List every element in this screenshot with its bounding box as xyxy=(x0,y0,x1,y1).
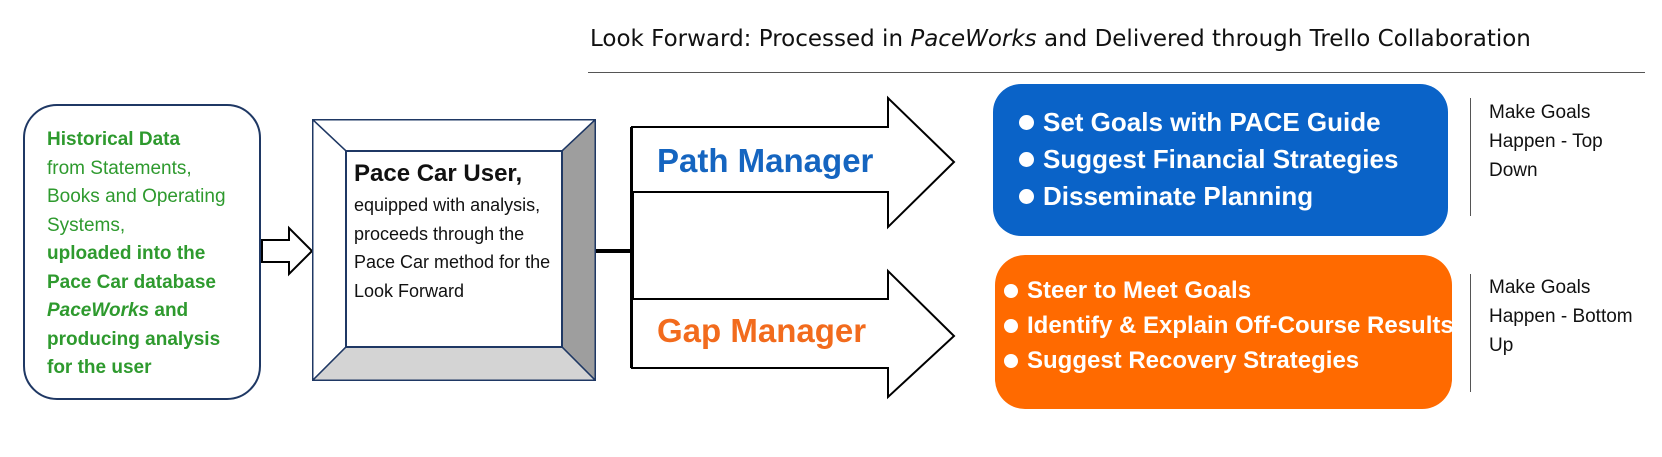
gap-note-divider xyxy=(1470,274,1471,392)
bevel-right xyxy=(561,119,596,381)
hollow-arrow-to-pace-car xyxy=(261,225,314,277)
pace-car-user-heading: Pace Car User, xyxy=(354,160,523,187)
historical-data-product: PaceWorks xyxy=(47,300,150,321)
list-item-text: Steer to Meet Goals xyxy=(1027,277,1252,304)
list-item: Suggest Recovery Strategies xyxy=(1004,343,1452,378)
path-manager-list: Set Goals with PACE Guide Suggest Financ… xyxy=(1019,104,1448,215)
historical-data-upload: uploaded into the Pace Car database xyxy=(47,243,216,293)
gap-manager-list: Steer to Meet Goals Identify & Explain O… xyxy=(1004,273,1454,378)
list-item: Steer to Meet Goals xyxy=(1004,273,1452,308)
path-manager-note: Make Goals Happen - Top Down xyxy=(1489,102,1603,181)
historical-data-sources: from Statements, Books and Operating Sys… xyxy=(47,157,226,236)
list-item: Set Goals with PACE Guide xyxy=(1019,104,1448,141)
bevel-top xyxy=(312,119,596,152)
path-note-divider xyxy=(1470,98,1471,216)
gap-manager-note: Make Goals Happen - Bottom Up xyxy=(1489,277,1633,356)
path-manager-label: Path Manager xyxy=(657,142,874,179)
bevel-bottom xyxy=(312,346,596,381)
title-prefix: Look Forward: Processed in xyxy=(590,26,911,52)
title-product-name: PaceWorks xyxy=(910,26,1037,52)
bevel-face xyxy=(345,150,563,348)
list-item: Disseminate Planning xyxy=(1019,178,1448,215)
list-item: Identify & Explain Off-Course Results xyxy=(1004,308,1454,343)
list-item-text: Disseminate Planning xyxy=(1043,181,1314,211)
list-item-text: Suggest Financial Strategies xyxy=(1043,144,1399,174)
bullet-icon xyxy=(1004,283,1018,298)
pace-car-bevel-frame xyxy=(312,119,596,381)
bevel-outline xyxy=(312,119,596,381)
list-item-text: Set Goals with PACE Guide xyxy=(1043,107,1381,137)
gap-manager-label: Gap Manager xyxy=(657,312,867,349)
path-manager-arrow xyxy=(631,95,956,230)
historical-data-analysis: and producing analysis for the user xyxy=(47,300,221,378)
list-item: Suggest Financial Strategies xyxy=(1019,141,1448,178)
list-item-text: Identify & Explain Off-Course Results xyxy=(1027,312,1454,339)
pace-car-user-description: equipped with analysis, proceeds through… xyxy=(354,195,551,301)
bullet-icon xyxy=(1019,115,1034,130)
historical-data-heading: Historical Data xyxy=(47,129,181,150)
gap-manager-panel: Steer to Meet Goals Identify & Explain O… xyxy=(995,255,1454,409)
title-divider xyxy=(588,72,1645,73)
path-manager-panel: Set Goals with PACE Guide Suggest Financ… xyxy=(993,84,1448,236)
list-item-text: Suggest Recovery Strategies xyxy=(1027,347,1360,374)
bevel-left xyxy=(312,119,347,381)
pace-car-user-box: Pace Car User, equipped with analysis, p… xyxy=(346,151,564,347)
gap-manager-arrow xyxy=(631,268,956,400)
bullet-icon xyxy=(1004,318,1018,333)
bullet-icon xyxy=(1019,152,1034,167)
historical-data-box: Historical Data from Statements, Books a… xyxy=(23,104,261,400)
title-suffix: and Delivered through Trello Collaborati… xyxy=(1036,26,1531,52)
diagram-title: Look Forward: Processed in PaceWorks and… xyxy=(590,26,1650,52)
bullet-icon xyxy=(1004,353,1018,368)
bullet-icon xyxy=(1019,189,1034,204)
